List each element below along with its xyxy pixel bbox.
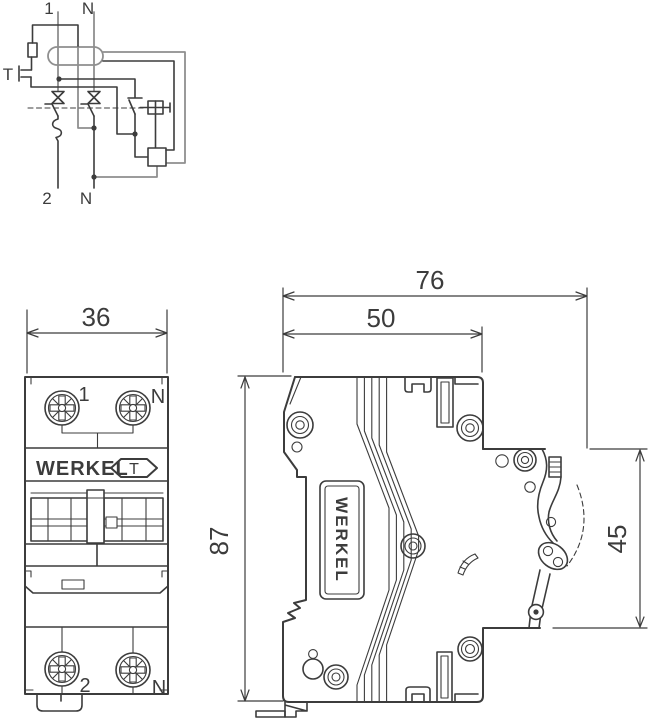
junction-dot xyxy=(56,76,62,82)
front-label-n-bottom: N xyxy=(152,677,166,699)
side-slots xyxy=(436,377,454,703)
terminal-screw-bottom-left xyxy=(44,651,80,687)
latch-arm xyxy=(528,569,551,629)
toggle-handle[interactable] xyxy=(86,489,105,544)
junction-dot xyxy=(132,131,138,137)
schematic-label-n-top: N xyxy=(82,0,94,18)
side-overall-width-dim: 76 xyxy=(416,265,445,295)
label-window-panel xyxy=(24,570,169,594)
side-brand-text: WERKEL xyxy=(332,497,351,583)
schematic-label-n-bottom: N xyxy=(80,189,92,208)
test-resistor xyxy=(27,42,38,58)
wiring-schematic: 1 N T 2 N xyxy=(3,0,186,208)
front-label-n-top: N xyxy=(151,386,165,408)
housing-seam-lines xyxy=(356,376,420,703)
test-button-symbol xyxy=(18,65,32,82)
test-button[interactable] xyxy=(110,458,158,478)
side-depth-dim: 45 xyxy=(602,525,632,554)
breaker-contact-neutral xyxy=(87,90,101,105)
front-brand: WERKEL xyxy=(36,458,129,480)
breaker-contact-pole1 xyxy=(51,90,65,105)
front-din-tab xyxy=(36,693,83,712)
schematic-gray-wires xyxy=(47,11,186,178)
front-label-1: 1 xyxy=(78,384,89,406)
terminal-screw-top-left xyxy=(44,390,80,426)
dimension-87: 87 xyxy=(204,375,292,702)
relay-coil xyxy=(147,147,167,167)
front-width-dim: 36 xyxy=(82,302,111,332)
dimension-76: 76 xyxy=(282,265,588,449)
front-view: 36 1 N WERKEL T xyxy=(24,302,169,712)
bottom-clip-pocket xyxy=(405,686,431,703)
terminal-screw-bottom-right xyxy=(115,652,151,688)
test-button-label: T xyxy=(129,461,139,478)
din-clip-slider[interactable] xyxy=(284,701,308,718)
rivets-and-holes xyxy=(286,411,537,690)
grip-detail xyxy=(457,553,479,576)
toggle-switch[interactable] xyxy=(30,489,164,544)
terminal-screw-top-right xyxy=(115,390,151,426)
din-clip-pull-tab[interactable] xyxy=(255,710,286,718)
side-body-width-dim: 50 xyxy=(367,303,396,333)
side-view: 76 50 87 45 xyxy=(204,265,648,718)
marking-window xyxy=(61,579,85,590)
current-transformer-toroid xyxy=(47,46,104,66)
schematic-label-t: T xyxy=(3,65,13,84)
side-body-outline xyxy=(255,376,546,718)
dimension-36: 36 xyxy=(26,302,168,374)
dimension-50: 50 xyxy=(282,303,483,373)
side-brand-plate: WERKEL xyxy=(319,480,365,600)
din-latch-mechanism[interactable] xyxy=(457,448,585,629)
schematic-label-1: 1 xyxy=(44,0,53,18)
latch-pad xyxy=(537,541,569,571)
top-clip-pocket xyxy=(404,376,432,393)
junction-dot xyxy=(91,174,97,180)
front-label-2: 2 xyxy=(79,675,90,697)
schematic-dark-wires xyxy=(18,24,175,189)
junction-dot xyxy=(91,125,97,131)
side-height-dim: 87 xyxy=(204,527,234,556)
dimension-45: 45 xyxy=(552,448,648,629)
bimetal-element xyxy=(51,115,63,189)
dimension-arrows xyxy=(26,328,168,338)
schematic-label-2: 2 xyxy=(42,189,51,208)
latch-travel-arc xyxy=(566,484,585,567)
